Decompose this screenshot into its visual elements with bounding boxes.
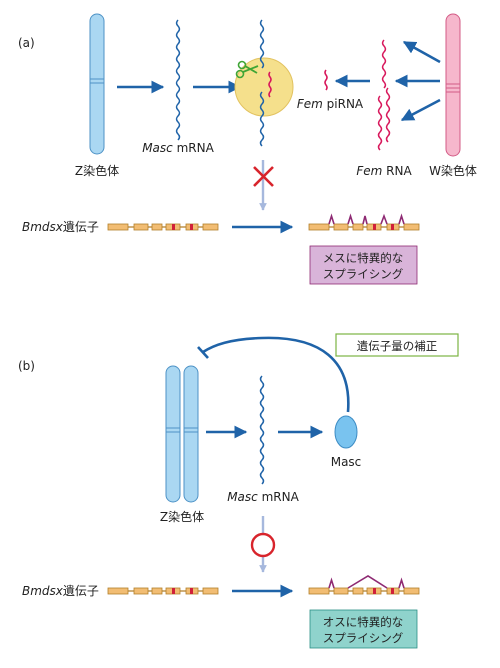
circle-ok-icon (250, 532, 276, 558)
male-splicing-box (309, 609, 418, 649)
masc-protein (334, 415, 358, 449)
z-chromosome-b2 (183, 365, 199, 503)
female-splicing-line2: スプライシング (323, 267, 404, 281)
w-chromosome (445, 13, 461, 157)
z-chromosome-label-b: Z染色体 (160, 509, 204, 524)
cleavage-complex (234, 57, 294, 117)
w-chromosome-label: W染色体 (429, 163, 477, 178)
panel-b-label: (b) (18, 359, 35, 373)
bmdsx-gene-b (107, 587, 219, 595)
feedback-arrow (202, 336, 350, 413)
pirna-bound (268, 71, 272, 98)
masc-mrna-cleaved-upper (259, 19, 265, 69)
dosage-compensation-label: 遺伝子量の補正 (357, 339, 438, 353)
female-spliced-transcript (308, 213, 420, 231)
fem-rna-label: Fem RNA (356, 164, 412, 178)
arrow-w-transcription-1 (402, 40, 441, 64)
male-splicing-line1: オスに特異的な (323, 615, 404, 629)
z-chromosome-label-a: Z染色体 (75, 163, 119, 178)
male-splicing-line2: スプライシング (323, 631, 404, 645)
z-chromosome-b1 (165, 365, 181, 503)
bmdsx-gene-label-a: Bmdsx遺伝子 (22, 219, 99, 234)
fem-rna-2 (385, 87, 391, 143)
fem-rna-1 (381, 39, 387, 89)
masc-protein-label: Masc (331, 455, 362, 469)
z-chromosome-a (89, 13, 105, 155)
fem-rna-3 (377, 95, 383, 151)
masc-mrna-cleaved-lower (259, 91, 265, 147)
dosage-compensation-box (335, 333, 459, 357)
bmdsx-gene-label-b: Bmdsx遺伝子 (22, 583, 99, 598)
masc-mrna-b (259, 375, 265, 485)
fem-pirna (324, 69, 328, 91)
female-splicing-line1: メスに特異的な (323, 251, 404, 265)
female-splicing-box (309, 245, 418, 285)
panel-a-label: (a) (18, 36, 35, 50)
masc-mrna-label-a: Masc mRNA (142, 141, 214, 155)
male-spliced-transcript (308, 575, 420, 595)
scissors-icon (235, 60, 259, 79)
fem-pirna-label: Fem piRNA (297, 97, 364, 111)
bmdsx-gene-a (107, 223, 219, 231)
feedback-inhibition-bar (197, 346, 209, 359)
masc-mrna-label-b: Masc mRNA (227, 490, 299, 504)
masc-mrna-a (175, 19, 181, 141)
arrow-w-transcription-3 (400, 98, 441, 122)
cross-icon (253, 166, 274, 187)
